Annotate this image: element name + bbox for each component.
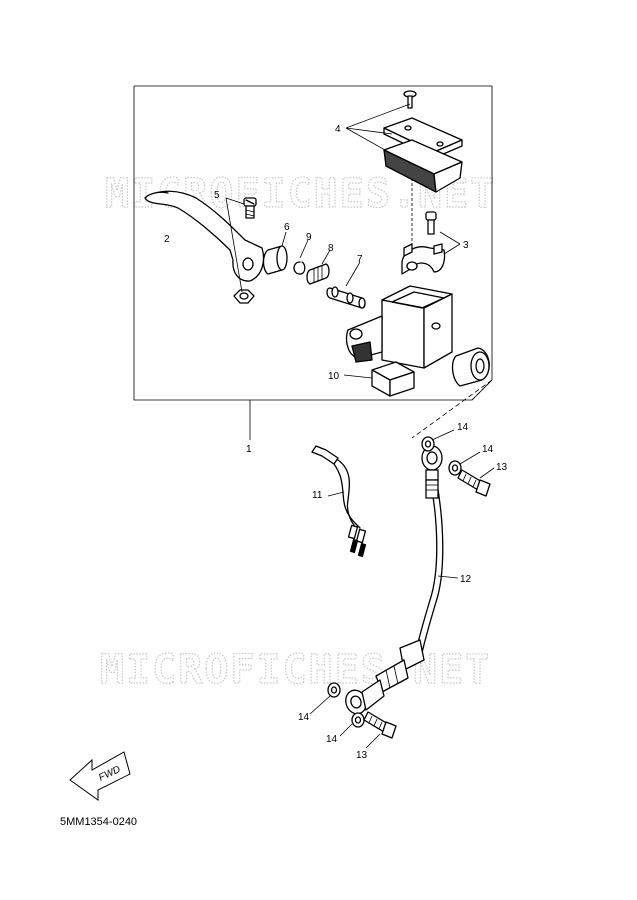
lever-bolt bbox=[243, 197, 257, 219]
piston-assembly bbox=[326, 286, 366, 309]
bushing bbox=[262, 245, 288, 275]
circlip bbox=[293, 261, 306, 275]
lower-union-bolt bbox=[363, 711, 397, 739]
handlebar-holder bbox=[401, 243, 446, 275]
protective-cap bbox=[371, 361, 415, 397]
callout-14-upper-a: 14 bbox=[457, 422, 469, 433]
callout-10: 10 bbox=[328, 371, 340, 382]
callout-2: 2 bbox=[164, 234, 170, 245]
lower-washer-1 bbox=[327, 682, 341, 698]
callout-11: 11 bbox=[312, 490, 323, 501]
upper-union-bolt bbox=[457, 469, 491, 497]
upper-washer-1 bbox=[421, 436, 435, 452]
callout-4: 4 bbox=[335, 124, 341, 135]
brake-switch bbox=[311, 445, 367, 557]
callout-7: 7 bbox=[357, 254, 363, 265]
push-rod-spring bbox=[306, 263, 330, 285]
brake-hose bbox=[345, 445, 444, 715]
reservoir-diaphragm bbox=[383, 139, 463, 193]
callout-6: 6 bbox=[284, 222, 290, 233]
watermark-bottom: MICROFICHES.NET bbox=[100, 647, 491, 693]
frame-dashed-link bbox=[411, 379, 493, 439]
callout-14-lower-b: 14 bbox=[326, 734, 338, 745]
master-cylinder-body bbox=[345, 285, 490, 387]
callout-9: 9 bbox=[306, 232, 312, 243]
fwd-arrow-icon: FWD bbox=[69, 751, 131, 801]
callout-13-lower: 13 bbox=[356, 750, 368, 761]
callout-5: 5 bbox=[214, 190, 220, 201]
callout-3: 3 bbox=[463, 240, 469, 251]
callout-13-upper: 13 bbox=[496, 462, 508, 473]
lever-nut bbox=[233, 289, 255, 304]
callout-12: 12 bbox=[460, 574, 472, 585]
callout-14-lower-a: 14 bbox=[298, 712, 310, 723]
callout-8: 8 bbox=[328, 243, 334, 254]
brake-lever bbox=[144, 190, 265, 282]
cover-screw bbox=[403, 90, 417, 109]
diagram-code: 5MM1354-0240 bbox=[60, 816, 138, 828]
upper-washer-2 bbox=[448, 460, 462, 476]
holder-bolts bbox=[425, 211, 437, 235]
lower-washer-2 bbox=[351, 712, 365, 728]
callout-14-upper-b: 14 bbox=[482, 444, 494, 455]
callout-1: 1 bbox=[246, 444, 252, 455]
